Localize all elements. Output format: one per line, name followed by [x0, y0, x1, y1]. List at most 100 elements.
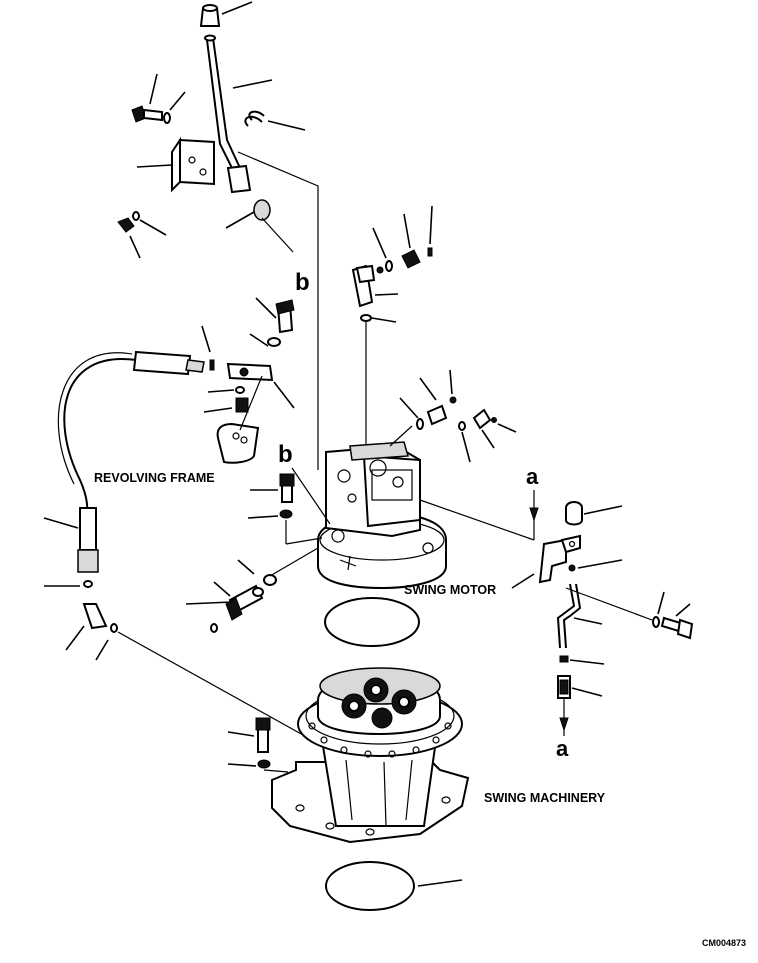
connection-line	[285, 537, 323, 545]
washer	[652, 616, 660, 628]
o-ring	[235, 386, 245, 394]
arrow-head	[529, 507, 539, 522]
leader-line	[583, 505, 623, 515]
pipe-clamp-u-bolt	[244, 110, 265, 127]
connection-line	[117, 631, 313, 741]
leader-line	[247, 515, 279, 519]
leader-line	[419, 377, 437, 401]
leader-line	[203, 407, 233, 413]
hose-fitting	[132, 350, 215, 376]
leader-line	[255, 297, 277, 319]
ref-b-mid: b	[278, 441, 293, 468]
connection-line	[291, 467, 331, 525]
leader-line	[461, 431, 471, 463]
hose-fitting-lower	[77, 507, 99, 573]
drain-bracket	[538, 534, 581, 584]
leader-line	[237, 559, 255, 575]
label-swing-motor: SWING MOTOR	[404, 583, 496, 597]
leader-line	[65, 625, 85, 651]
label-swing-machinery: SWING MACHINERY	[484, 791, 606, 805]
leader-line	[129, 235, 141, 259]
sight-filter	[253, 199, 294, 253]
connection-line	[237, 151, 319, 470]
leader-line	[372, 227, 387, 259]
leader-line	[95, 639, 109, 661]
leader-line	[449, 369, 453, 395]
connection-line	[419, 499, 535, 541]
connection-line	[239, 375, 263, 431]
leader-line	[399, 397, 419, 419]
elbow-small	[472, 408, 497, 430]
connection-line	[565, 587, 653, 621]
leader-line	[232, 79, 273, 89]
leader-line	[417, 879, 463, 887]
swing-motor	[317, 441, 447, 590]
leader-line	[573, 617, 603, 625]
o-ring	[360, 314, 372, 322]
ref-a-bottom: a	[556, 736, 569, 761]
leader-line	[213, 581, 231, 597]
leader-line	[374, 293, 399, 296]
relief-valve	[225, 574, 277, 621]
o-ring-large	[324, 597, 420, 647]
nut	[117, 211, 140, 233]
leader-line	[227, 763, 257, 767]
ref-b-top: b	[295, 269, 310, 296]
leader-line	[139, 219, 167, 236]
washer	[267, 337, 281, 347]
drain-pipe	[556, 583, 582, 649]
leader-line	[201, 325, 211, 353]
o-ring	[458, 421, 466, 431]
label-revolving-frame: REVOLVING FRAME	[94, 471, 215, 485]
support-plate	[216, 422, 260, 464]
mounting-bracket	[171, 136, 215, 193]
plug	[559, 655, 569, 663]
o-ring	[385, 260, 393, 272]
breather-cap	[199, 4, 221, 27]
leader-line	[481, 429, 495, 449]
leader-line	[371, 317, 397, 323]
plug	[449, 396, 457, 404]
leader-line	[249, 333, 269, 347]
leader-line	[185, 601, 233, 605]
leader-line	[577, 559, 623, 569]
connector	[557, 675, 571, 699]
hydraulic-hose-edge	[57, 352, 133, 485]
leader-line	[273, 381, 295, 409]
ref-a-top: a	[526, 464, 539, 489]
washer	[257, 759, 271, 769]
leader-line	[497, 423, 517, 433]
connection-line	[269, 547, 319, 577]
o-ring	[83, 580, 93, 588]
leader-line	[225, 211, 255, 229]
plug	[427, 247, 433, 257]
leader-line	[207, 389, 235, 393]
connection-line	[389, 425, 413, 447]
connection-line	[263, 769, 289, 773]
arrow-head	[559, 717, 569, 732]
bolt	[275, 299, 295, 334]
leader-line	[429, 205, 433, 245]
leader-line	[657, 591, 665, 615]
bolt	[660, 616, 694, 640]
adapter	[235, 397, 249, 413]
bolt	[255, 717, 271, 753]
leader-line	[43, 517, 79, 529]
swing-machinery	[271, 667, 470, 844]
hydraulic-hose	[63, 358, 137, 513]
bolt	[131, 105, 163, 123]
leader-line	[675, 603, 691, 617]
leader-line	[267, 120, 306, 131]
washer	[279, 509, 293, 519]
leader-line	[136, 164, 173, 168]
leader-line	[221, 1, 253, 15]
leader-line	[403, 213, 411, 249]
breather-pipe	[204, 34, 252, 194]
elbow-fitting	[351, 264, 384, 308]
bolt	[279, 473, 295, 503]
leader-line	[149, 73, 158, 105]
o-ring	[210, 623, 218, 633]
leader-line	[569, 659, 605, 665]
washer	[163, 112, 171, 124]
